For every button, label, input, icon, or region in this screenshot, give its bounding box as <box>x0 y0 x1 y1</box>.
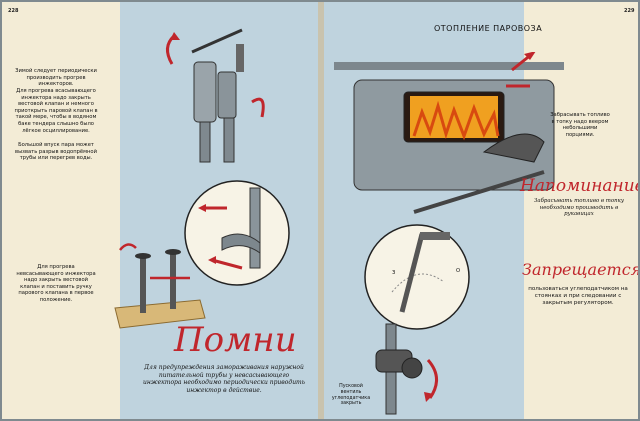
starting-valve <box>375 323 438 415</box>
reminder-text: Забрасывать топливо в топку необходимо п… <box>534 198 624 218</box>
para-suction: Для прогрева всасывающего инжектора надо… <box>14 88 98 134</box>
injector-illustration <box>166 28 265 163</box>
fuel-note: Забрасывать топливо в топку надо веером … <box>550 112 610 138</box>
valve-detail-circle <box>184 180 290 286</box>
regulator-dial-circle <box>364 224 470 330</box>
page-heading: ОТОПЛЕНИЕ ПАРОВОЗА <box>434 24 543 33</box>
page-number: 229 <box>624 8 635 14</box>
gutter <box>318 2 324 419</box>
dial-mark-left: З <box>392 270 396 276</box>
prohibited-title: Запрещается <box>522 260 638 279</box>
para-release: Большой впуск пара может вызвать разрыв … <box>15 142 97 162</box>
page-number: 228 <box>8 8 19 14</box>
prohibited-text: пользоваться углеподатчиком на стоянках … <box>528 286 628 306</box>
board-valves <box>114 243 206 329</box>
left-page: 228 Зимой следует периодически производи… <box>2 2 318 419</box>
remember-text: Для предупреждения замораживания наружно… <box>142 364 306 394</box>
remember-title: Помни <box>174 320 297 360</box>
firebox-illustration <box>334 52 564 214</box>
reminder-title: Напоминание <box>520 176 638 196</box>
para-non-suction: Для прогрева невсасывающего инжектора на… <box>16 264 96 303</box>
para-winter: Зимой следует периодически производить п… <box>15 68 97 88</box>
valve-caption: Пусковой вентиль углеподатчика закрыть <box>331 384 371 407</box>
right-page: 229 ОТОПЛЕНИЕ ПАРОВОЗА Забрасывать топли… <box>324 2 638 419</box>
dial-mark-right: О <box>456 268 461 274</box>
